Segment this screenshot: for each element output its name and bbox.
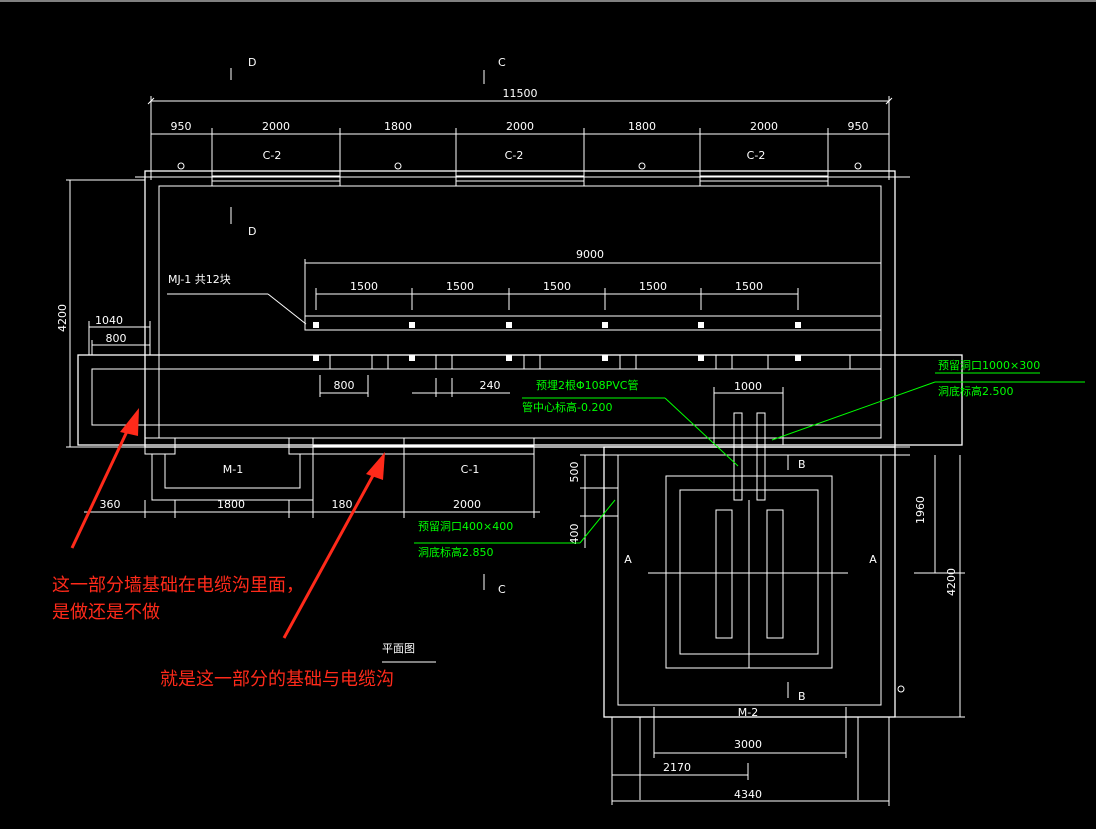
dim-seg-3: 1800: [384, 120, 412, 133]
red-annotations: 这一部分墙基础在电缆沟里面， 是做还是不做 就是这一部分的基础与电缆沟: [52, 408, 394, 690]
dim-4340: 4340: [734, 788, 762, 801]
dim-mj-4: 1500: [639, 280, 667, 293]
note-opening-bottom-1: 预留洞口400×400: [418, 520, 513, 533]
note-opening-right-2: 洞底标高2.500: [938, 384, 1014, 398]
section-a-right: A: [869, 553, 877, 566]
dim-trench-240: 240: [480, 379, 501, 392]
arrow-2-head: [366, 452, 385, 480]
dim-left-height: 4200: [56, 304, 69, 332]
dim-bottom-360: 360: [100, 498, 121, 511]
dim-seg-2: 2000: [262, 120, 290, 133]
mj-blocks: 9000 1500 1500 1500 1500 1500 MJ-1 共12块: [167, 248, 882, 331]
dim-1000: 1000: [734, 380, 762, 393]
left-trench-dimensions: 1040 800: [88, 314, 151, 355]
dim-mj-span: 9000: [576, 248, 604, 261]
door-m2-label: M-2: [738, 706, 758, 719]
note-opening-bottom-2: 洞底标高2.850: [418, 545, 494, 559]
note-pvc-2: 管中心标高-0.200: [522, 400, 612, 414]
main-building: [135, 170, 910, 448]
dim-400: 400: [568, 524, 581, 545]
drawing-title: 平面图: [382, 642, 415, 655]
dim-3000: 3000: [734, 738, 762, 751]
dim-2170: 2170: [663, 761, 691, 774]
dim-seg-7: 950: [848, 120, 869, 133]
door-m1-label: M-1: [223, 463, 243, 476]
section-a-left: A: [624, 553, 632, 566]
section-marks: D C D C: [230, 56, 506, 596]
note-pvc-1: 预埋2根Φ108PVC管: [536, 378, 639, 392]
dim-4200-right: 4200: [945, 568, 958, 596]
note-opening-right-1: 预留洞口1000×300: [938, 359, 1040, 372]
top-dimensions: 11500 950 2000 1800 2000 1800 2000 950: [147, 87, 893, 182]
arrow-1-shaft: [70, 424, 132, 549]
bottom-wall: M-1 C-1 360 1800 180 2000: [84, 437, 540, 518]
window-c2-2: C-2: [505, 149, 524, 162]
section-b-bottom: B: [798, 690, 806, 703]
window-c1-label: C-1: [461, 463, 480, 476]
green-notes: 预留洞口1000×300 洞底标高2.500 预埋2根Φ108PVC管 管中心标…: [414, 359, 1085, 559]
dim-mj-3: 1500: [543, 280, 571, 293]
dim-total: 11500: [503, 87, 538, 100]
window-marks: C-2 C-2 C-2: [177, 149, 862, 170]
section-d-top: D: [248, 56, 256, 69]
section-c-bottom: C: [498, 583, 506, 596]
section-c-top: C: [498, 56, 506, 69]
dim-trench-800: 800: [334, 379, 355, 392]
dim-bottom-2000: 2000: [453, 498, 481, 511]
dim-800-left: 800: [106, 332, 127, 345]
section-b-top: B: [798, 458, 806, 471]
right-room: A A B B 1000 M-2 3000 2170 4340 196: [568, 380, 965, 806]
arrow-1-head: [120, 408, 139, 436]
window-c2-3: C-2: [747, 149, 766, 162]
section-d-mid: D: [248, 225, 256, 238]
left-height-dimension: 4200: [56, 179, 145, 448]
dim-seg-6: 2000: [750, 120, 778, 133]
dim-mj-1: 1500: [350, 280, 378, 293]
dim-seg-5: 1800: [628, 120, 656, 133]
dim-seg-4: 2000: [506, 120, 534, 133]
dim-500: 500: [568, 462, 581, 483]
annotation-2: 就是这一部分的基础与电缆沟: [160, 669, 394, 690]
dim-mj-2: 1500: [446, 280, 474, 293]
dim-seg-1: 950: [171, 120, 192, 133]
window-c2-1: C-2: [263, 149, 282, 162]
arrow-2-shaft: [282, 469, 378, 639]
mj-label: MJ-1 共12块: [168, 273, 231, 286]
dim-1040: 1040: [95, 314, 123, 327]
annotation-1-line-2: 是做还是不做: [52, 602, 160, 623]
dim-1960: 1960: [914, 496, 927, 524]
cable-trench: 800 240: [77, 354, 963, 446]
dim-bottom-180: 180: [332, 498, 353, 511]
dim-bottom-1800: 1800: [217, 498, 245, 511]
dim-mj-5: 1500: [735, 280, 763, 293]
annotation-1-line-1: 这一部分墙基础在电缆沟里面，: [52, 575, 304, 596]
